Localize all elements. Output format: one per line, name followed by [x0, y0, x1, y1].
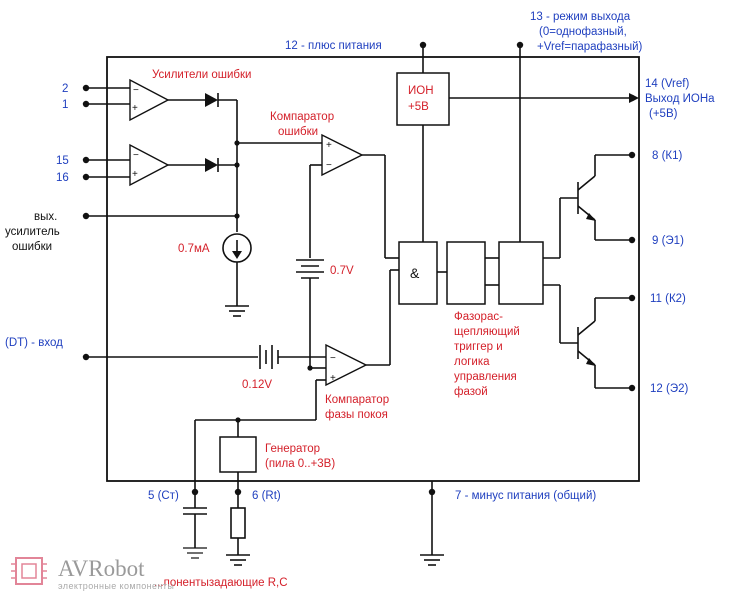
- ion-label-line2: +5В: [408, 101, 429, 113]
- c2-label: 11 (К2): [650, 293, 686, 305]
- dt-comp-label-line2: фазы покоя: [325, 409, 388, 421]
- pin-7-dot: [428, 488, 436, 496]
- error-comparator: + −: [321, 133, 364, 177]
- svg-text:+: +: [132, 103, 138, 114]
- logic-label-line1: Фазорас-: [454, 311, 503, 323]
- battery-012v: [259, 345, 279, 369]
- timing-parts-label: ...понентызадающие R,C: [154, 577, 288, 589]
- logic-label-line3: триггер и: [454, 341, 503, 353]
- pin-11-dot: [628, 294, 636, 302]
- error-comp-label-line1: Компаратор: [270, 111, 334, 123]
- mode-label-line2: (0=однофазный,: [539, 26, 627, 38]
- svg-text:−: −: [133, 150, 139, 161]
- error-amps-label: Усилители ошибки: [152, 69, 251, 81]
- pin-12-dot: [419, 41, 427, 49]
- trigger-block: [446, 241, 486, 305]
- error-amplifier-2: − +: [129, 143, 170, 187]
- pin-15-dot: [82, 156, 90, 164]
- pin-9-dot: [628, 236, 636, 244]
- e2-label: 12 (Э2): [650, 383, 688, 395]
- ground-symbol-1: [225, 305, 249, 317]
- error-amplifier-1: − +: [129, 78, 170, 122]
- deadtime-comparator: − +: [325, 343, 368, 387]
- pin-label-16: 16: [56, 172, 69, 184]
- vref-label-line2: Выход ИОНа: [645, 93, 715, 105]
- dt-input-label: (DT) - вход: [5, 337, 63, 349]
- pin-2-dot: [82, 84, 90, 92]
- pin-12-output-dot: [628, 384, 636, 392]
- generator-label-line2: (пила 0..+3В): [265, 458, 335, 470]
- error-comp-label-line2: ошибки: [278, 126, 318, 138]
- logic-label-line2: щепляющий: [454, 326, 520, 338]
- mode-label-line1: 13 - режим выхода: [530, 11, 631, 23]
- mode-label-line3: +Vref=парафазный): [537, 41, 643, 53]
- pin-label-15: 15: [56, 155, 69, 167]
- offset-07-label: 0.7V: [330, 265, 354, 277]
- ct-pin-dot: [191, 488, 199, 496]
- pin-1-dot: [82, 100, 90, 108]
- minus-supply-label: 7 - минус питания (общий): [455, 490, 596, 502]
- generator-block: [219, 436, 257, 473]
- and-gate-label: &: [410, 265, 420, 281]
- svg-text:−: −: [133, 85, 139, 96]
- pin-8-dot: [628, 151, 636, 159]
- svg-text:+: +: [330, 373, 336, 384]
- pin-label-2: 2: [62, 83, 68, 95]
- svg-text:−: −: [326, 160, 332, 171]
- feedback-pin-dot: [82, 212, 90, 220]
- logic-label-line4: логика: [454, 356, 490, 368]
- generator-label-line1: Генератор: [265, 443, 320, 455]
- output-transistor-1: [577, 154, 632, 241]
- feedback-label-line3: ошибки: [12, 241, 52, 253]
- logic-label-line5: управления: [454, 371, 517, 383]
- pin-13-dot: [516, 41, 524, 49]
- feedback-label-line1: вых.: [34, 211, 57, 223]
- dt-comp-label-line1: Компаратор: [325, 394, 389, 406]
- ct-label: 5 (Ст): [148, 490, 179, 502]
- timing-resistor: [230, 507, 246, 539]
- offset-012-label: 0.12V: [242, 379, 272, 391]
- plus-supply-label: 12 - плюс питания: [285, 40, 382, 52]
- output-transistor-2: [577, 297, 632, 389]
- svg-text:+: +: [326, 140, 332, 151]
- rt-label: 6 (Rt): [252, 490, 281, 502]
- pin-14-dot: [628, 94, 636, 102]
- rt-pin-dot: [234, 488, 242, 496]
- feedback-label-line2: усилитель: [5, 226, 60, 238]
- avrobot-logo: [11, 557, 47, 585]
- ion-block: [396, 72, 450, 126]
- logo-tagline: электронные компоненты: [58, 581, 174, 591]
- ground-symbol-rt: [226, 554, 250, 566]
- vref-label-line1: 14 (Vref): [645, 78, 689, 90]
- and-gate: [398, 241, 438, 305]
- vref-label-line3: (+5В): [649, 108, 678, 120]
- e1-label: 9 (Э1): [652, 235, 684, 247]
- ground-symbol-ct: [183, 547, 207, 559]
- phase-logic-block: [498, 241, 544, 305]
- dt-pin-dot: [82, 353, 90, 361]
- svg-text:−: −: [330, 353, 336, 364]
- battery-07v: [296, 259, 324, 279]
- pin-16-dot: [82, 173, 90, 181]
- diode-1: [205, 93, 218, 107]
- pin-label-1: 1: [62, 99, 68, 111]
- c1-label: 8 (К1): [652, 150, 683, 162]
- chip-outline: [106, 56, 640, 482]
- logo-brand: AVRobot: [58, 556, 145, 581]
- svg-text:+: +: [132, 169, 138, 180]
- diode-2: [205, 158, 218, 172]
- ground-symbol-main: [420, 554, 444, 566]
- logic-label-line6: фазой: [454, 386, 488, 398]
- current-source-label: 0.7мА: [178, 243, 210, 255]
- ion-label-line1: ИОН: [408, 85, 434, 97]
- timing-capacitor: [183, 507, 207, 548]
